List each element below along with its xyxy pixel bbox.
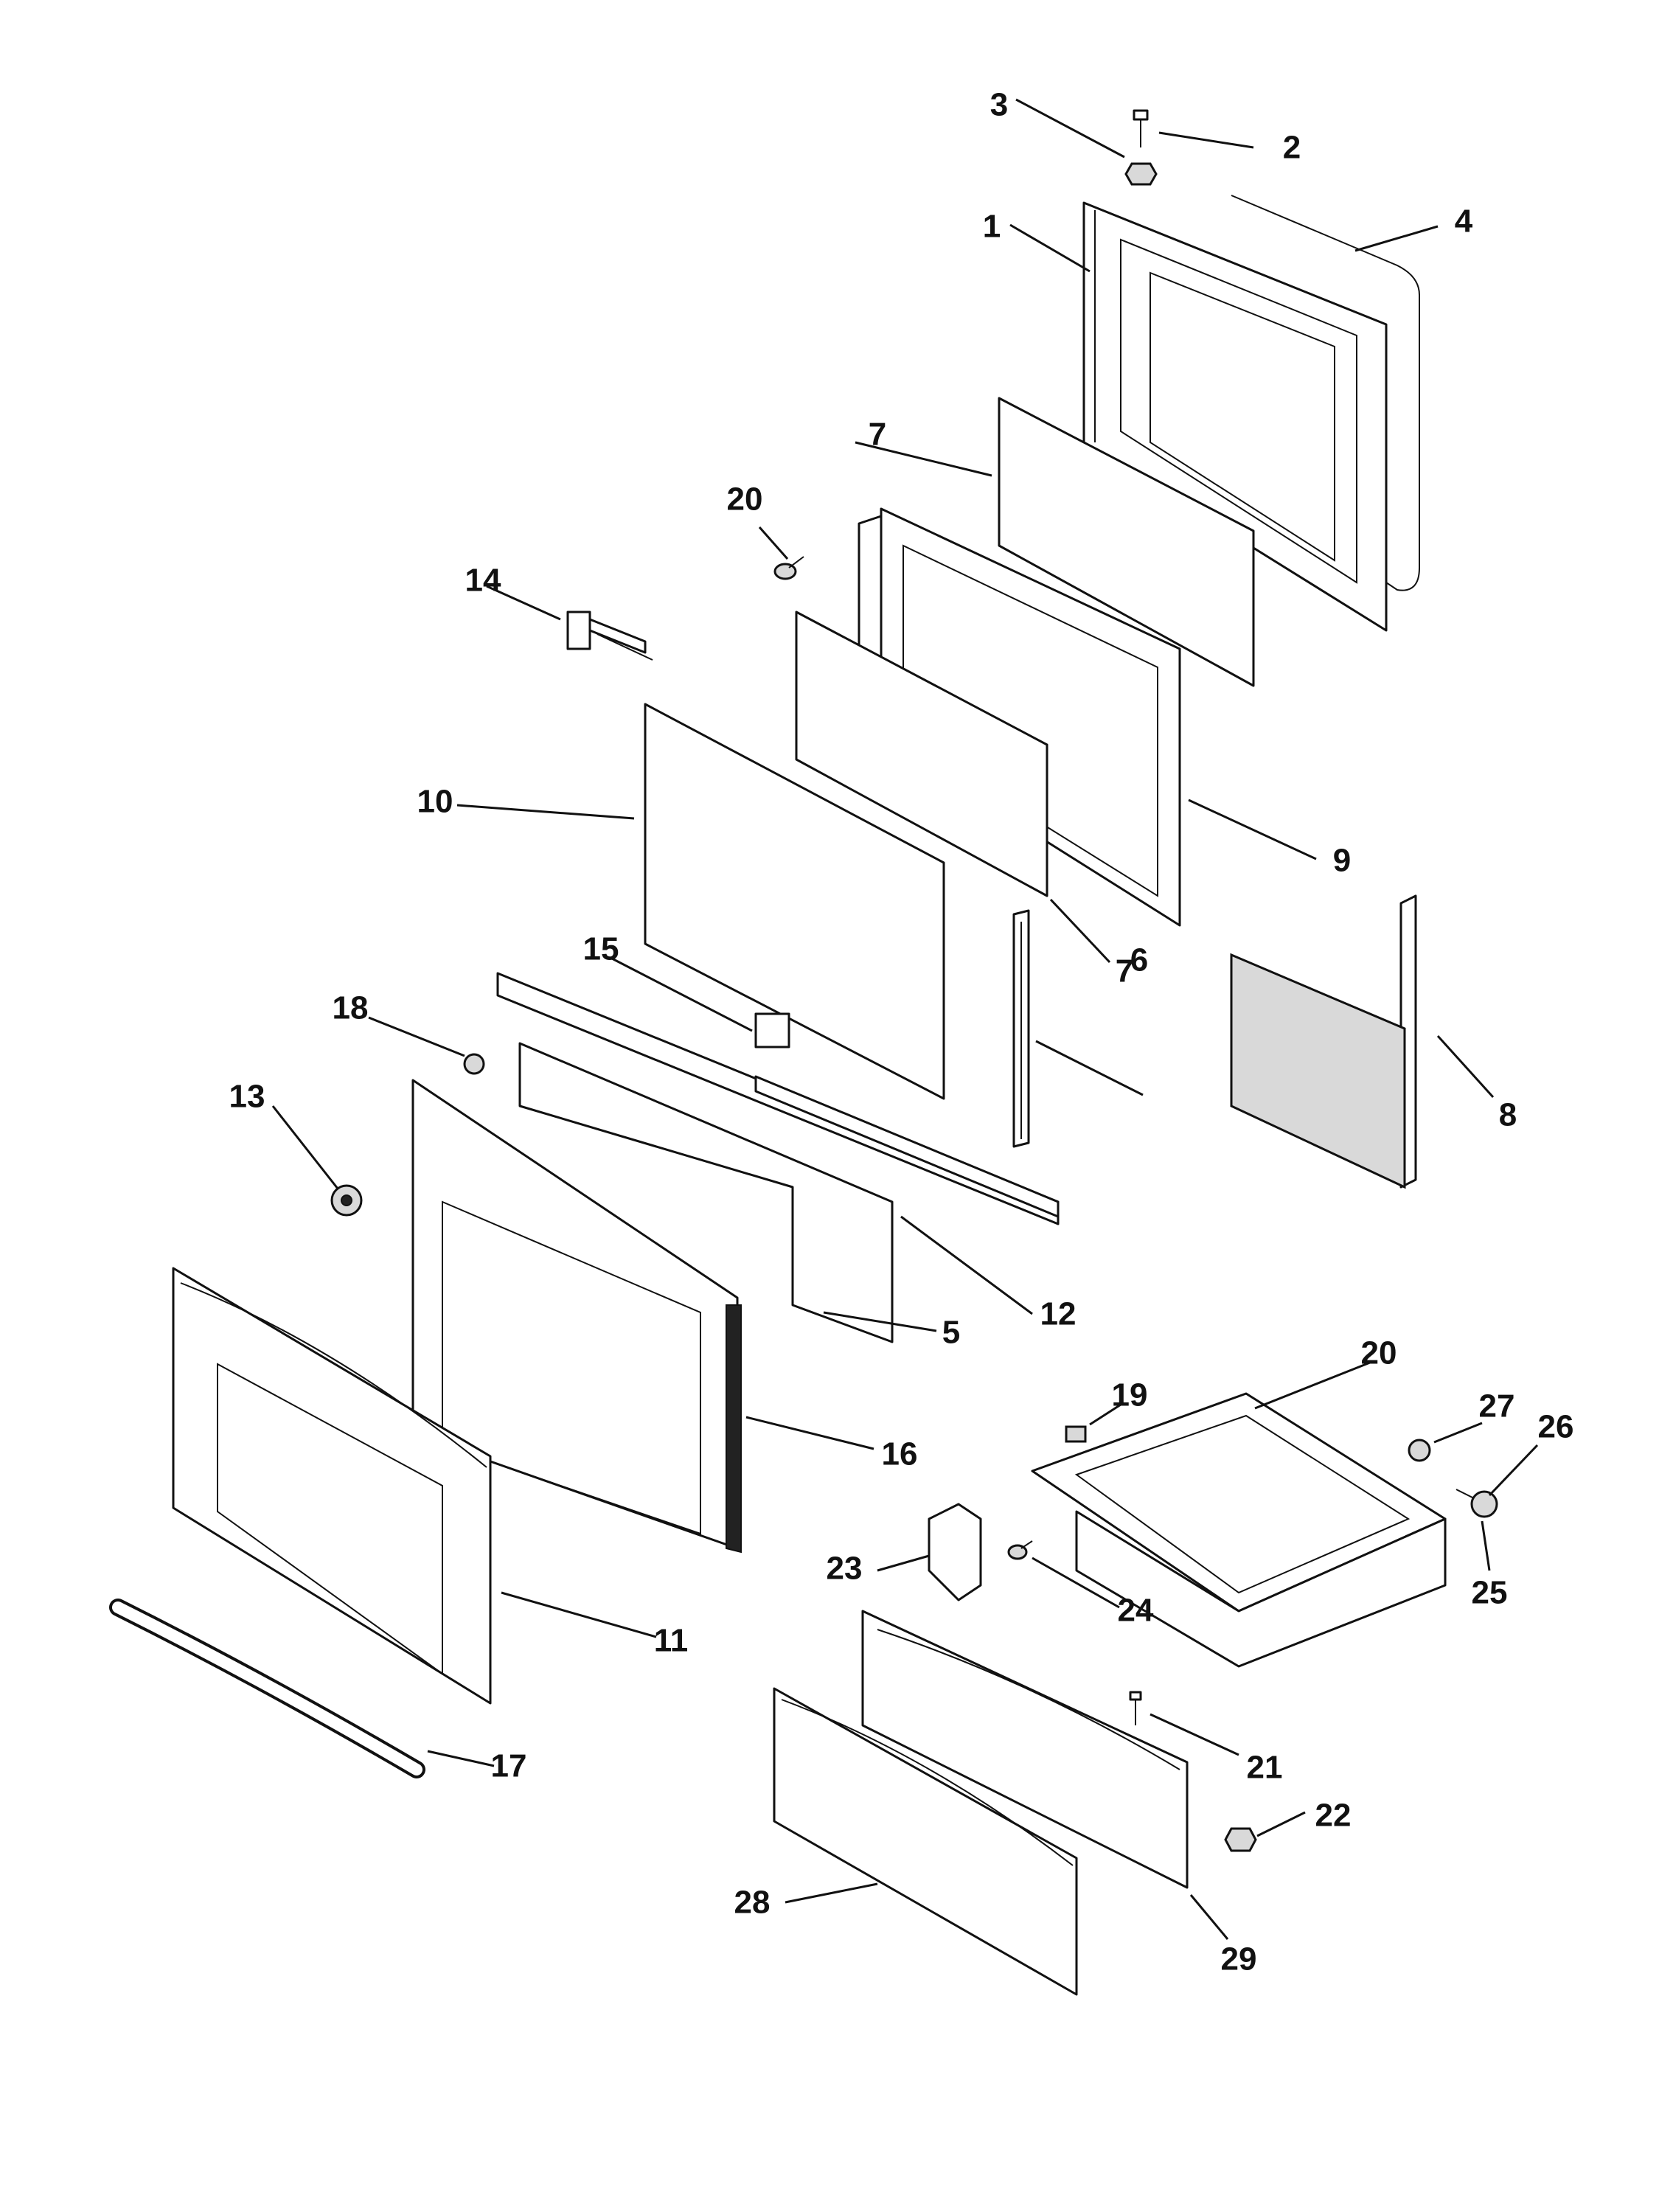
callout-22: 22 [1315, 1798, 1352, 1834]
part-14-hinge [566, 611, 653, 661]
part-17-handle [109, 1599, 425, 1778]
part-4-gasket [1231, 195, 1420, 591]
callout-20-upper: 20 [727, 481, 763, 518]
part-2-screw-icon [1133, 109, 1149, 147]
part-16-door-liner [411, 1079, 742, 1554]
callout-28: 28 [734, 1885, 771, 1921]
part-28-drawer-front-panel [773, 1687, 1078, 1996]
callout-11: 11 [654, 1623, 689, 1659]
part-1-inner-door-frame [1082, 201, 1388, 632]
part-7-glass-panel-lower [795, 611, 1048, 897]
part-19-block-icon [1065, 1425, 1087, 1443]
part-11-outer-door-panel [172, 1267, 492, 1705]
callout-8: 8 [1499, 1097, 1517, 1133]
part-21-screw-icon [1129, 1691, 1142, 1725]
callout-12: 12 [1040, 1296, 1077, 1332]
callout-25: 25 [1472, 1575, 1508, 1611]
part-23-slide-bracket [928, 1503, 982, 1601]
callout-9: 9 [1333, 843, 1351, 879]
part-20-screw-icon [773, 556, 804, 580]
part-15-bracket [754, 1012, 790, 1048]
callout-13: 13 [229, 1079, 265, 1115]
callout-27: 27 [1479, 1388, 1515, 1425]
callout-14: 14 [465, 563, 501, 599]
callout-labels: 1 2 3 4 5 6 7 7 8 9 10 11 12 13 14 15 16… [229, 87, 1574, 1978]
part-18-nut-icon [463, 1053, 485, 1075]
part-5-insulation [518, 1042, 894, 1343]
callout-26: 26 [1538, 1409, 1574, 1445]
part-22-nut-icon [1224, 1827, 1257, 1852]
callout-24: 24 [1118, 1593, 1154, 1629]
part-10-outer-glass [644, 703, 945, 1100]
part-7-glass-panel-upper [998, 397, 1255, 687]
part-13-bumper-icon [330, 1184, 363, 1217]
callout-18: 18 [333, 990, 369, 1026]
part-24-screw-icon [1007, 1540, 1033, 1560]
callout-21: 21 [1247, 1750, 1283, 1786]
part-25-26-roller-icon [1455, 1489, 1498, 1518]
callout-5: 5 [942, 1315, 960, 1351]
callout-2: 2 [1283, 130, 1301, 166]
callout-16: 16 [882, 1436, 918, 1472]
callout-6: 6 [1130, 942, 1148, 978]
callout-7-upper: 7 [869, 417, 886, 453]
part-29-drawer-inner-front [861, 1610, 1189, 1889]
callout-10: 10 [417, 784, 453, 820]
callout-15: 15 [583, 931, 619, 967]
part-8-side-trim [1230, 894, 1417, 1189]
callout-3: 3 [990, 87, 1008, 123]
part-3-nut-icon [1124, 162, 1158, 186]
callout-29: 29 [1221, 1941, 1257, 1978]
part-6-channel [1012, 909, 1030, 1148]
callout-1: 1 [983, 209, 1001, 245]
callout-19: 19 [1112, 1377, 1148, 1413]
part-20-drawer-tub [1031, 1392, 1447, 1668]
callout-23: 23 [827, 1551, 863, 1587]
part-12-channel-bar [496, 972, 1060, 1225]
callout-20-lower: 20 [1361, 1335, 1397, 1371]
leader-lines [271, 98, 1539, 1940]
callout-17: 17 [491, 1748, 527, 1784]
callout-7-lower: 7 [1116, 953, 1133, 990]
callout-4: 4 [1455, 204, 1473, 240]
part-27-nut-icon [1408, 1439, 1431, 1462]
